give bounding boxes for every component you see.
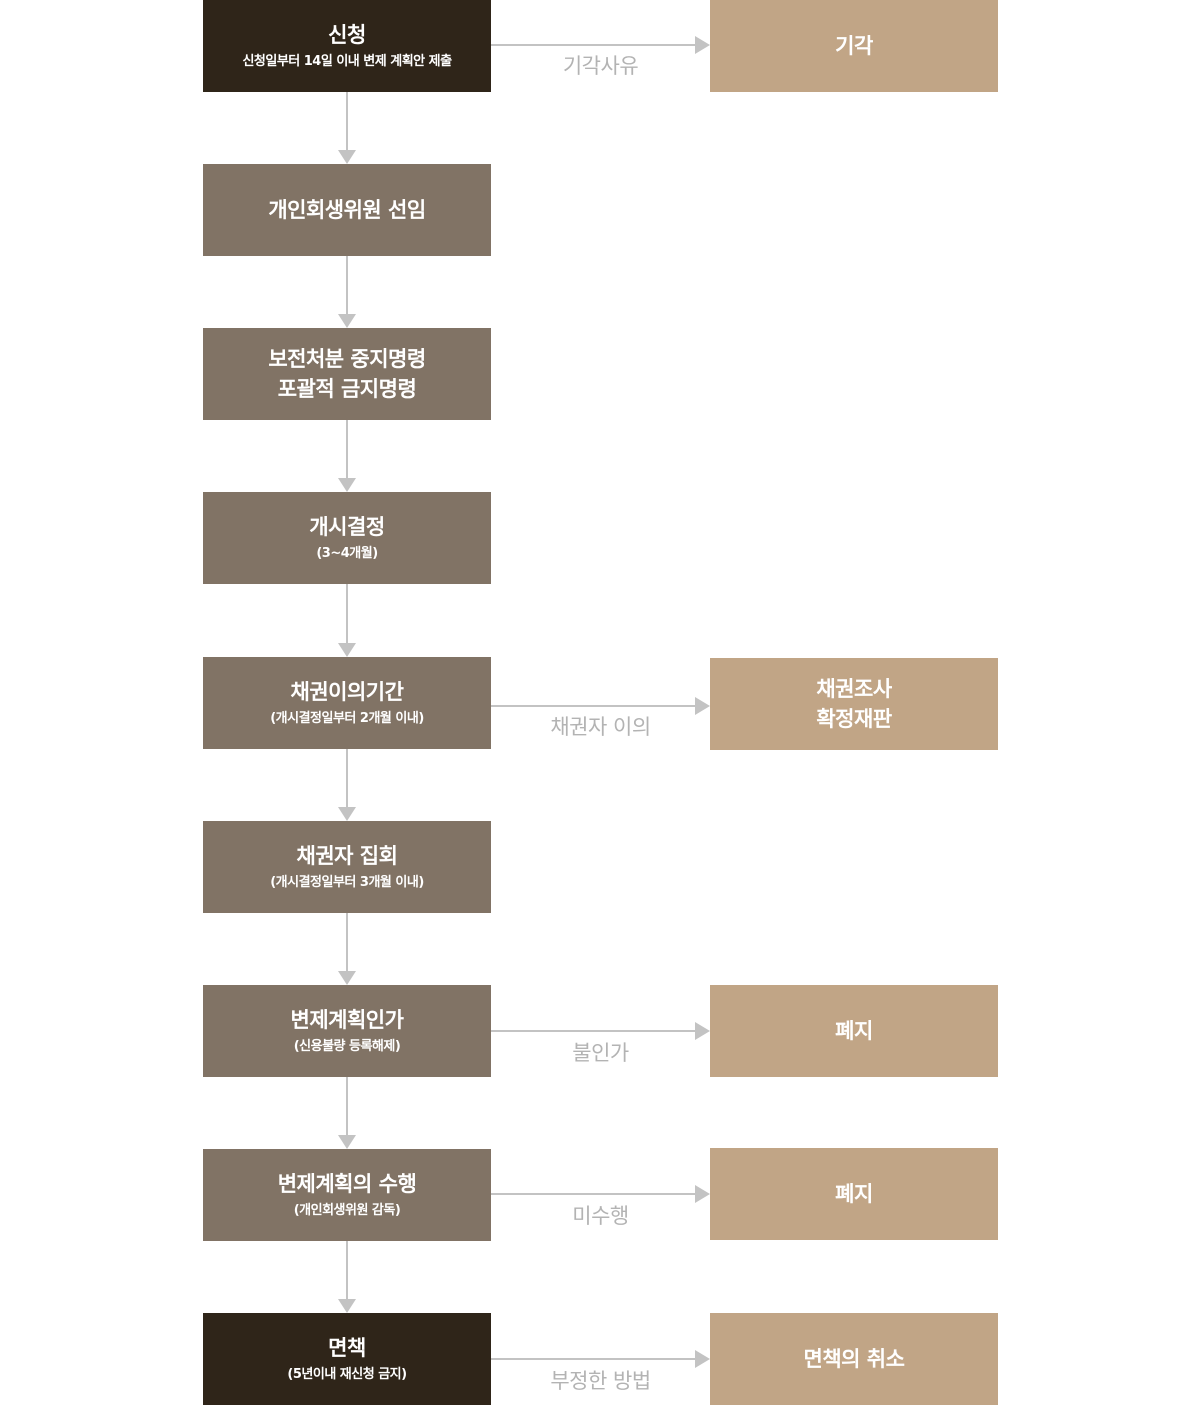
outcome-title: 폐지	[835, 1182, 873, 1206]
arrow-right-icon	[695, 1022, 710, 1040]
arrow-down-icon	[338, 478, 356, 492]
arrow-right-icon	[695, 1185, 710, 1203]
branch-line	[491, 44, 696, 46]
arrow-right-icon	[695, 36, 710, 54]
step-title: 신청	[328, 23, 366, 47]
branch-label: 불인가	[572, 1041, 629, 1065]
step-preservation-order: 보전처분 중지명령 포괄적 금지명령	[203, 328, 491, 420]
connector-line	[346, 256, 348, 314]
arrow-down-icon	[338, 1135, 356, 1149]
step-title: 변제계획인가	[290, 1008, 404, 1032]
step-discharge: 면책 (5년이내 재신청 금지)	[203, 1313, 491, 1405]
outcome-title: 면책의 취소	[803, 1347, 905, 1371]
outcome-title: 채권조사 확정재판	[816, 677, 892, 731]
branch-label: 미수행	[572, 1204, 629, 1228]
connector-line	[346, 584, 348, 643]
arrow-down-icon	[338, 807, 356, 821]
outcome-title: 기각	[835, 34, 873, 58]
arrow-down-icon	[338, 643, 356, 657]
outcome-dismissal: 기각	[710, 0, 998, 92]
outcome-abolition: 폐지	[710, 1148, 998, 1240]
step-title: 면책	[328, 1336, 366, 1360]
step-subtitle: (신용불량 등록해제)	[293, 1039, 401, 1054]
step-title: 채권자 집회	[296, 844, 398, 868]
branch-line	[491, 1030, 696, 1032]
step-application: 신청 신청일부터 14일 이내 변제 계획안 제출	[203, 0, 491, 92]
outcome-title: 폐지	[835, 1019, 873, 1043]
branch-label: 기각사유	[562, 54, 639, 78]
arrow-down-icon	[338, 971, 356, 985]
outcome-discharge-revocation: 면책의 취소	[710, 1313, 998, 1405]
step-subtitle: 신청일부터 14일 이내 변제 계획안 제출	[242, 54, 452, 69]
outcome-abolition: 폐지	[710, 985, 998, 1077]
step-creditors-meeting: 채권자 집회 (개시결정일부터 3개월 이내)	[203, 821, 491, 913]
arrow-down-icon	[338, 150, 356, 164]
step-subtitle: (5년이내 재신청 금지)	[287, 1367, 407, 1382]
step-title: 개시결정	[309, 515, 385, 539]
branch-label: 부정한 방법	[550, 1369, 651, 1393]
step-commissioner-appointment: 개인회생위원 선임	[203, 164, 491, 256]
connector-line	[346, 92, 348, 150]
step-title: 채권이의기간	[290, 680, 404, 704]
step-claim-objection-period: 채권이의기간 (개시결정일부터 2개월 이내)	[203, 657, 491, 749]
connector-line	[346, 749, 348, 807]
step-title: 보전처분 중지명령 포괄적 금지명령	[268, 347, 426, 401]
outcome-claim-review-trial: 채권조사 확정재판	[710, 658, 998, 750]
arrow-down-icon	[338, 314, 356, 328]
step-subtitle: (개인회생위원 감독)	[293, 1203, 401, 1218]
step-title: 변제계획의 수행	[277, 1172, 417, 1196]
step-title: 개인회생위원 선임	[268, 198, 426, 222]
branch-line	[491, 1193, 696, 1195]
connector-line	[346, 1241, 348, 1299]
step-subtitle: (개시결정일부터 2개월 이내)	[270, 711, 424, 726]
connector-line	[346, 913, 348, 971]
step-plan-approval: 변제계획인가 (신용불량 등록해제)	[203, 985, 491, 1077]
arrow-right-icon	[695, 697, 710, 715]
step-plan-execution: 변제계획의 수행 (개인회생위원 감독)	[203, 1149, 491, 1241]
arrow-right-icon	[695, 1350, 710, 1368]
arrow-down-icon	[338, 1299, 356, 1313]
step-commencement-decision: 개시결정 (3~4개월)	[203, 492, 491, 584]
connector-line	[346, 1077, 348, 1135]
connector-line	[346, 420, 348, 478]
step-subtitle: (개시결정일부터 3개월 이내)	[270, 875, 424, 890]
branch-line	[491, 705, 696, 707]
branch-line	[491, 1358, 696, 1360]
branch-label: 채권자 이의	[550, 715, 651, 739]
step-subtitle: (3~4개월)	[316, 546, 378, 561]
